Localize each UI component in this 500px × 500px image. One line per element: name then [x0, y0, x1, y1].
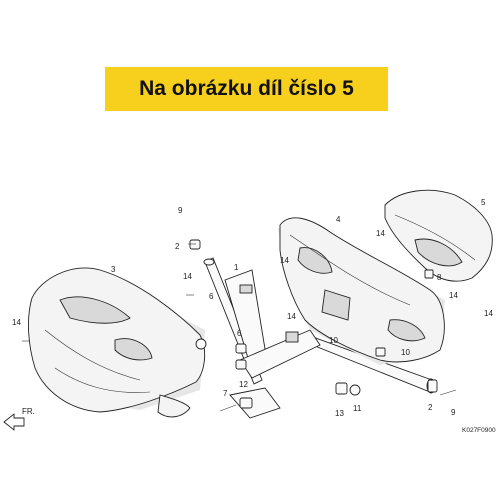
callout-1: 1 [234, 263, 239, 272]
callout-11: 11 [353, 404, 362, 413]
callout-12: 12 [239, 380, 248, 389]
meter-visor-part [384, 189, 493, 282]
callout-6: 6 [237, 329, 242, 338]
callout-labels: 9 2 14 1 3 14 6 6 14 4 5 14 8 14 14 10 1… [12, 198, 493, 418]
callout-7: 7 [223, 389, 228, 398]
callout-14: 14 [12, 318, 21, 327]
callout-14: 14 [287, 312, 296, 321]
callout-14: 14 [280, 256, 289, 265]
handlebar-pipe-part [203, 257, 436, 419]
callout-13: 13 [335, 409, 344, 418]
callout-10: 10 [401, 348, 410, 357]
front-arrow-label: FR. [22, 407, 35, 416]
callout-9: 9 [178, 206, 183, 215]
banner-text: Na obrázku díl číslo 5 [139, 77, 354, 100]
callout-9: 9 [451, 408, 456, 417]
callout-4: 4 [336, 215, 341, 224]
callout-8: 8 [437, 273, 442, 282]
callout-2: 2 [428, 403, 433, 412]
callout-14: 14 [484, 309, 493, 318]
front-direction-arrow: FR. [3, 407, 35, 431]
callout-14: 14 [449, 291, 458, 300]
callout-5: 5 [481, 198, 486, 207]
callout-2: 2 [175, 242, 180, 251]
callout-3: 3 [111, 265, 116, 274]
callout-10: 10 [329, 336, 338, 345]
diagram-reference-code: K027F0900 [462, 427, 496, 434]
callout-6: 6 [209, 292, 214, 301]
fastener-hardware [22, 239, 457, 412]
front-handlebar-cover-part [28, 267, 206, 418]
callout-14: 14 [376, 229, 385, 238]
part-number-banner: Na obrázku díl číslo 5 [105, 67, 388, 111]
rear-handlebar-cover-part [278, 217, 445, 365]
callout-14: 14 [183, 272, 192, 281]
